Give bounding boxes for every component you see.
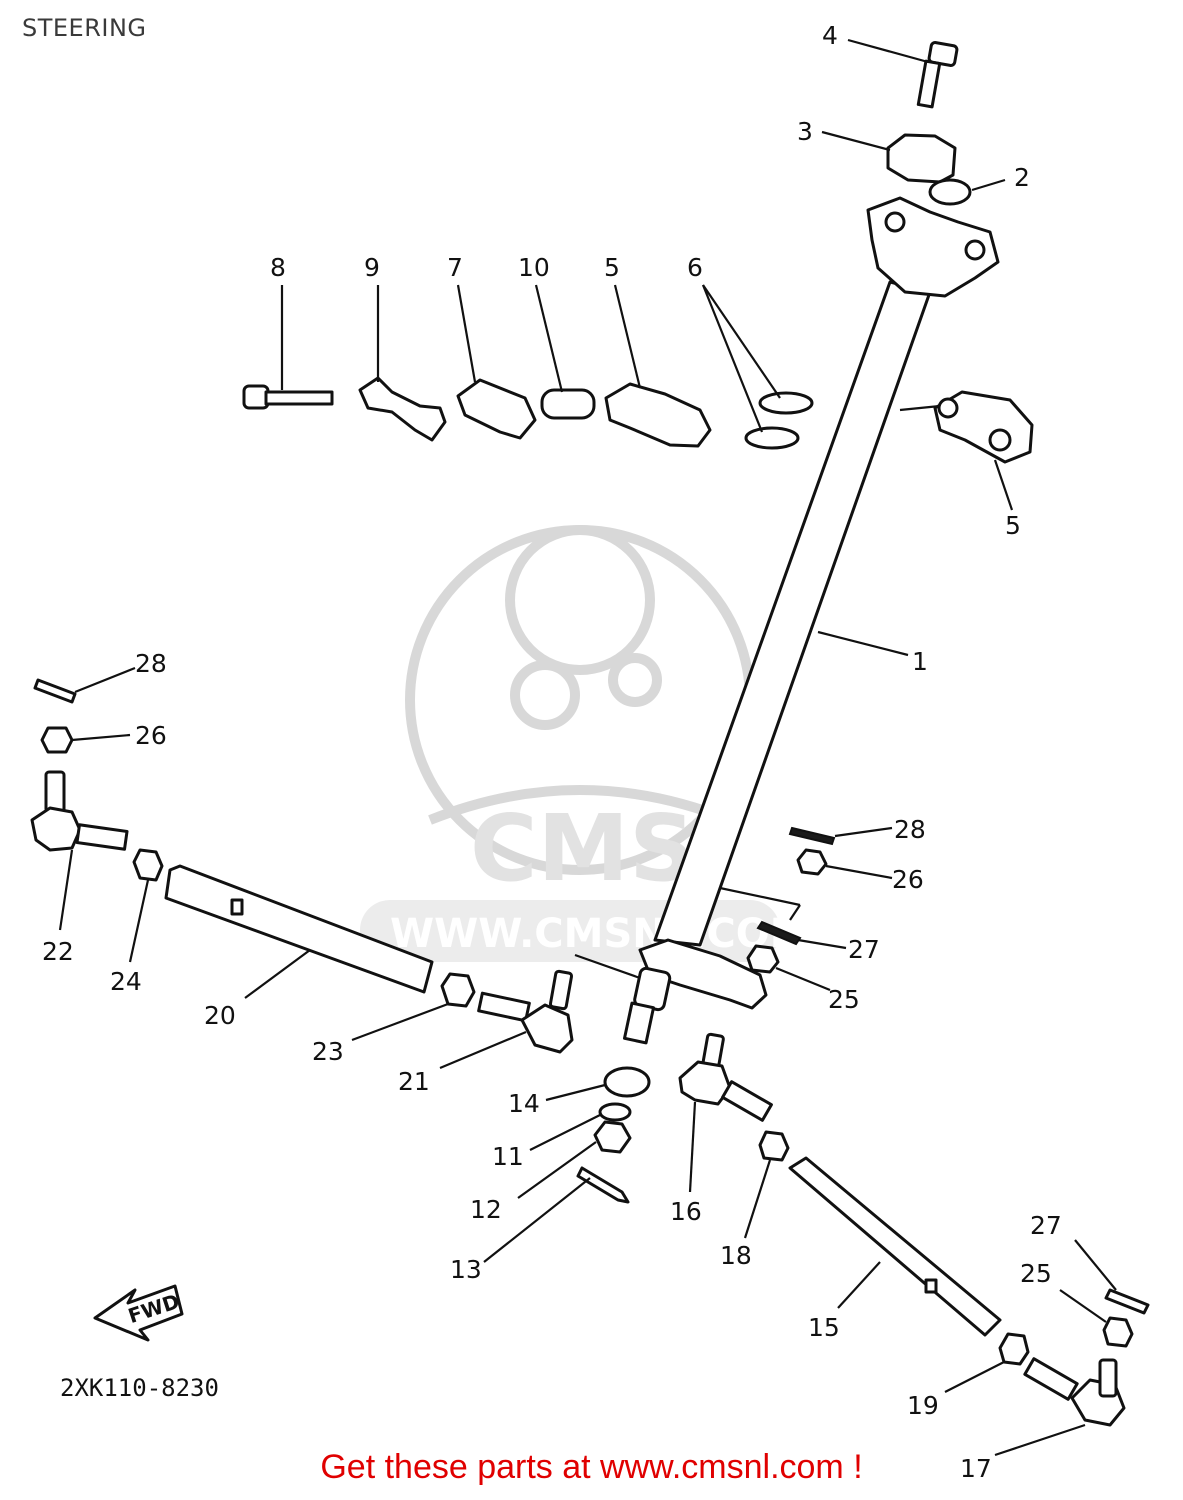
callout-15: 15	[808, 1313, 840, 1342]
part-27-pin-right	[756, 920, 847, 950]
watermark-brand: CMS	[470, 795, 695, 902]
part-2-collar	[928, 178, 1006, 206]
callout-7: 7	[447, 253, 463, 282]
callout-28-right: 28	[894, 815, 926, 844]
callout-25-lower: 25	[1020, 1259, 1052, 1288]
callout-22: 22	[42, 937, 74, 966]
callout-10: 10	[518, 253, 550, 282]
part-10-spacer	[534, 284, 596, 420]
part-5-right-clamp	[899, 390, 1034, 511]
fwd-arrow: FWD	[93, 1284, 184, 1342]
part-11-washer	[529, 1102, 632, 1151]
callout-12: 12	[470, 1195, 502, 1224]
part-14-washer	[545, 1066, 651, 1102]
callout-9: 9	[364, 253, 380, 282]
part-23-nut-left	[351, 972, 476, 1042]
callout-20: 20	[204, 1001, 236, 1030]
part-25-nut-right	[746, 944, 831, 992]
part-16-tie-rod-end-inner-right	[678, 1032, 773, 1193]
upper-holder	[866, 196, 1000, 298]
callout-5-right: 5	[1005, 511, 1021, 540]
pitman-arm	[574, 886, 801, 1045]
callout-8: 8	[270, 253, 286, 282]
callout-18: 18	[720, 1241, 752, 1270]
watermark-url: WWW.CMSNL.COM	[390, 911, 810, 957]
part-4-bolt	[847, 38, 959, 109]
callout-21: 21	[398, 1067, 430, 1096]
part-3-cap	[821, 130, 957, 184]
part-9-bracket	[358, 285, 447, 442]
callout-2: 2	[1014, 163, 1030, 192]
part-17-tie-rod-end-right	[994, 1357, 1126, 1457]
callout-6: 6	[687, 253, 703, 282]
part-6-rings	[701, 284, 814, 450]
part-27-pin-lower-right	[1074, 1239, 1150, 1315]
part-28-pin-right	[788, 826, 893, 846]
part-13-cotter-pin	[483, 1166, 630, 1263]
part-26-nut-left	[40, 726, 131, 754]
callout-labels: 1 2 3 4 5 5 6 7 8 9 10 11 12 13 14 15 16…	[42, 21, 1062, 1483]
callout-26-left: 26	[135, 721, 167, 750]
part-18-nut-right	[743, 1130, 790, 1239]
steering-shaft	[653, 280, 932, 947]
callout-4: 4	[822, 21, 838, 50]
part-7-plate	[456, 284, 537, 440]
callout-25-upper: 25	[828, 985, 860, 1014]
callout-1: 1	[912, 647, 928, 676]
part-15-tie-rod-right	[788, 1156, 1002, 1337]
callout-16: 16	[670, 1197, 702, 1226]
callout-13: 13	[450, 1255, 482, 1284]
part-28-pin-left	[33, 666, 136, 704]
callout-27-lower: 27	[1030, 1211, 1062, 1240]
callout-24: 24	[110, 967, 142, 996]
part-8-bolt	[242, 285, 334, 410]
part-5-left-clamp	[604, 284, 712, 448]
footer-link[interactable]: Get these parts at www.cmsnl.com !	[320, 1448, 863, 1486]
callout-14: 14	[508, 1089, 540, 1118]
callout-3: 3	[797, 117, 813, 146]
part-code: 2XK110-8230	[60, 1374, 219, 1402]
part-21-tie-rod-end-inner	[439, 969, 574, 1070]
part-22-tie-rod-end-left	[30, 770, 129, 931]
callout-11: 11	[492, 1142, 524, 1171]
callout-23: 23	[312, 1037, 344, 1066]
part-24-nut-left	[128, 848, 164, 963]
part-20-tie-rod-left	[164, 864, 434, 999]
part-19-nut-right	[944, 1332, 1030, 1393]
callout-17: 17	[960, 1454, 992, 1483]
callout-27-upper: 27	[848, 935, 880, 964]
page-title: STEERING	[22, 14, 147, 42]
callout-19: 19	[907, 1391, 939, 1420]
part-26-nut-right	[796, 848, 893, 880]
callout-5-left: 5	[604, 253, 620, 282]
part-12-nut	[517, 1120, 632, 1199]
part-25-nut-lower-right	[1059, 1289, 1134, 1348]
callout-28-left: 28	[135, 649, 167, 678]
callout-26-right: 26	[892, 865, 924, 894]
